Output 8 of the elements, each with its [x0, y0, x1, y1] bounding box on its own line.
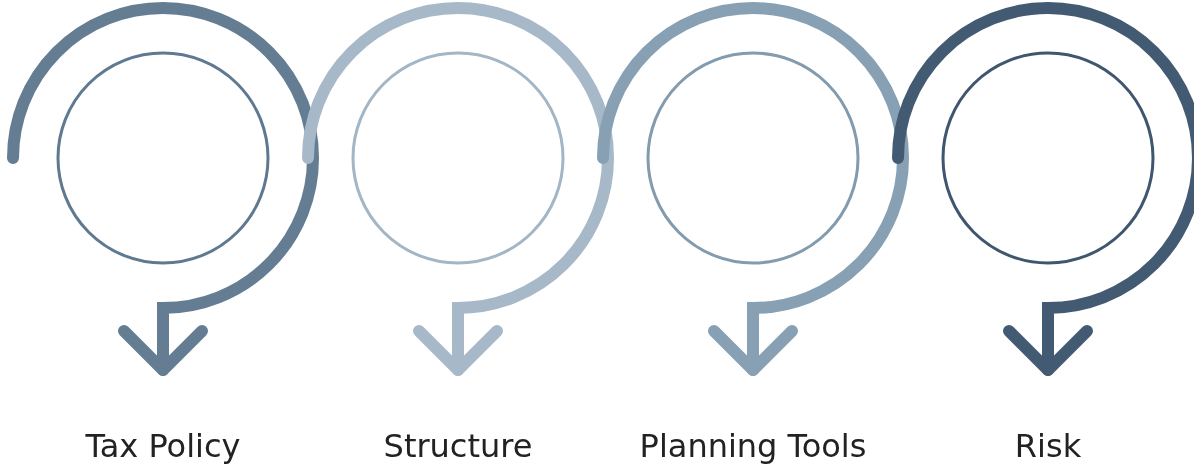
curved-arrow — [302, 2, 614, 376]
step-label: Tax Policy — [85, 426, 241, 465]
curved-arrow — [7, 2, 319, 376]
curved-arrow — [597, 2, 909, 376]
step-label: Planning Tools — [639, 426, 867, 465]
step-label: Structure — [383, 426, 533, 465]
curved-arrow — [892, 2, 1194, 376]
step-label: Risk — [1014, 426, 1082, 465]
